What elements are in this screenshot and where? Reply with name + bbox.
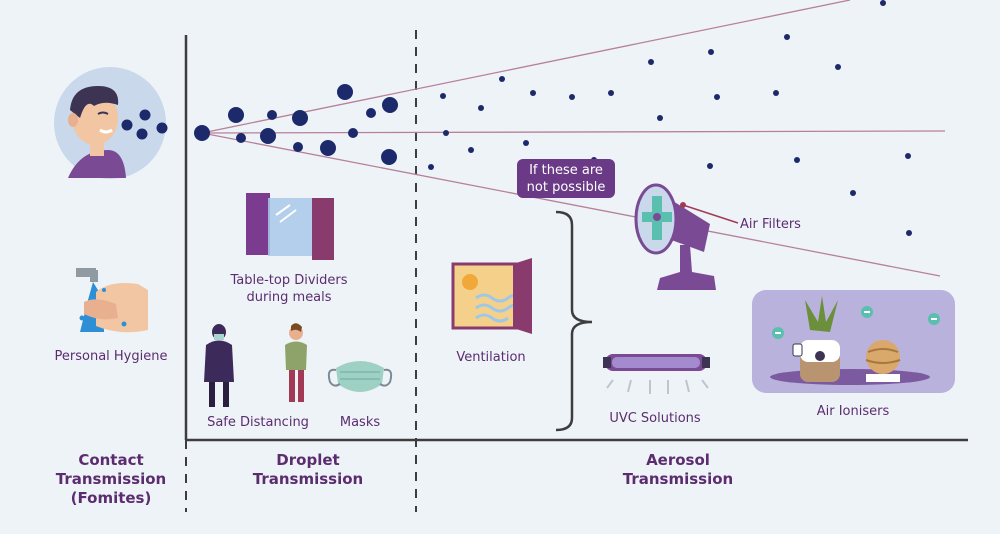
personal-hygiene-label: Personal Hygiene xyxy=(54,349,168,364)
handwashing-icon xyxy=(76,268,148,333)
air-filter-pointer xyxy=(682,204,739,224)
droplet-line1: Droplet xyxy=(276,451,340,469)
air-filter-pointer-dot xyxy=(680,202,686,208)
ventilation-label: Ventilation xyxy=(456,350,526,365)
spread-lines xyxy=(201,0,946,277)
masks-label: Masks xyxy=(339,415,381,430)
contact-line1: Contact xyxy=(78,451,144,469)
divider-icon xyxy=(246,193,334,260)
air-filter-fan-icon xyxy=(634,183,716,290)
dividers-label-line1: Table-top Dividers xyxy=(230,273,348,288)
aerosol-transmission-label: Aerosol Transmission xyxy=(608,451,748,489)
aerosol-line2: Transmission xyxy=(622,470,734,488)
uvc-label: UVC Solutions xyxy=(609,411,701,426)
if-not-possible-callout: If these are not possible xyxy=(517,159,615,198)
air-filters-label: Air Filters xyxy=(740,217,801,232)
person-icon xyxy=(285,323,307,402)
contact-line3: (Fomites) xyxy=(70,489,152,507)
bracket xyxy=(555,210,593,432)
contact-line2: Transmission xyxy=(55,470,167,488)
safe-distancing-label: Safe Distancing xyxy=(207,415,309,430)
air-ioniser-icon xyxy=(752,290,955,393)
aerosol-particles xyxy=(428,0,912,236)
uvc-lamp-icon xyxy=(603,354,710,394)
droplet-line2: Transmission xyxy=(252,470,364,488)
aerosol-line1: Aerosol xyxy=(646,451,710,469)
droplet-transmission-label: Droplet Transmission xyxy=(238,451,378,489)
mask-icon xyxy=(327,361,393,392)
air-ionisers-label: Air Ionisers xyxy=(816,404,890,419)
contact-transmission-label: Contact Transmission (Fomites) xyxy=(40,451,182,508)
droplets-large xyxy=(194,84,398,165)
person-mask-icon xyxy=(204,324,234,407)
ventilation-window-icon xyxy=(451,258,532,334)
callout-line1: If these are xyxy=(529,163,603,178)
person-sneezing-icon xyxy=(54,67,168,179)
callout-line2: not possible xyxy=(526,180,606,195)
dividers-label-line2: during meals xyxy=(246,290,332,305)
